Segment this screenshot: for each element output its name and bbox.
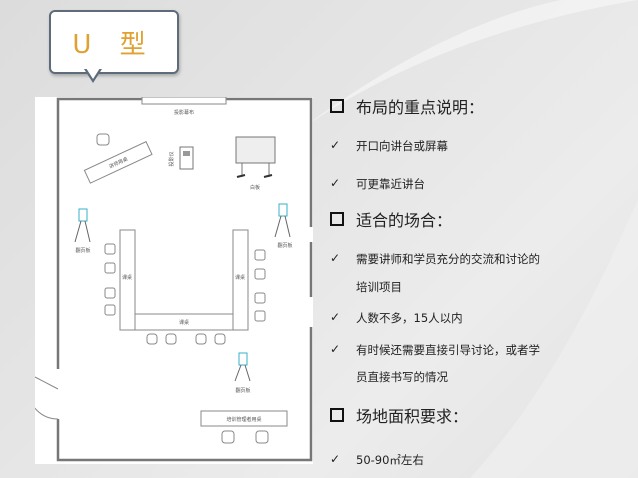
flipchart-icon-right xyxy=(274,203,291,238)
list-item: ✓ 可更靠近讲台 xyxy=(330,176,425,192)
flipchart-label: 翻页板 xyxy=(277,242,292,249)
section-heading-area: 场地面积要求： xyxy=(330,403,468,427)
admin-desk-label: 培训管理者用桌 xyxy=(226,416,261,423)
projector-icon: 投影仪 xyxy=(168,146,194,170)
item-text: 可更靠近讲台 xyxy=(356,177,425,191)
check-icon: ✓ xyxy=(330,138,341,152)
flipchart-icon-left xyxy=(74,208,91,243)
check-icon: ✓ xyxy=(330,452,341,466)
flipchart-label: 翻页板 xyxy=(75,247,90,254)
item-text-continued: 培训项目 xyxy=(356,280,402,294)
admin-desk xyxy=(200,410,288,427)
u-shape-floor-plan: 投影幕布 讲师用桌 投影仪 白板 翻页板 翻页板 xyxy=(35,97,313,464)
list-item: ✓ 开口向讲台或屏幕 xyxy=(330,138,448,154)
hollow-square-icon xyxy=(330,212,344,226)
desk-label: 课桌 xyxy=(179,319,189,326)
item-text: 有时候还需要直接引导讨论，或者学 xyxy=(356,343,540,357)
chairs xyxy=(104,243,269,444)
instructor-chair xyxy=(96,133,110,146)
whiteboard-icon: 白板 xyxy=(235,136,276,191)
heading-text: 布局的重点说明： xyxy=(356,98,485,117)
item-text: 开口向讲台或屏幕 xyxy=(356,139,448,153)
check-icon: ✓ xyxy=(330,176,341,190)
u-shaped-tables xyxy=(119,229,249,331)
check-icon: ✓ xyxy=(330,342,341,356)
list-item: ✓ 需要讲师和学员充分的交流和讨论的 xyxy=(330,251,540,267)
item-text: 需要讲师和学员充分的交流和讨论的 xyxy=(356,252,540,266)
heading-text: 适合的场合： xyxy=(356,211,453,230)
check-icon: ✓ xyxy=(330,251,341,265)
slide-title: U 型 xyxy=(72,30,156,60)
section-heading-suitable: 适合的场合： xyxy=(330,207,452,231)
item-text: 50-90㎡左右 xyxy=(356,453,424,467)
side-desk-label: 课桌 xyxy=(235,274,245,281)
item-text-continued: 员直接书写的情况 xyxy=(356,370,448,384)
flipchart-label: 翻页板 xyxy=(235,387,250,394)
heading-text: 场地面积要求： xyxy=(356,407,469,426)
check-icon: ✓ xyxy=(330,310,341,324)
title-callout: U 型 xyxy=(49,10,179,74)
callout-tail-inner xyxy=(86,68,100,79)
instructor-desk: 讲师用桌 xyxy=(83,141,153,184)
list-item: ✓ 人数不多，15人以内 xyxy=(330,310,463,326)
section-heading-layout: 布局的重点说明： xyxy=(330,94,484,118)
projector-label: 投影仪 xyxy=(168,151,175,166)
projection-screen xyxy=(141,97,227,105)
item-text: 人数不多，15人以内 xyxy=(356,311,463,325)
whiteboard-label: 白板 xyxy=(250,184,260,191)
door xyxy=(35,376,59,420)
list-item: ✓ 有时候还需要直接引导讨论，或者学 xyxy=(330,342,540,358)
list-item: ✓ 50-90㎡左右 xyxy=(330,452,424,468)
screen-label: 投影幕布 xyxy=(174,109,194,116)
hollow-square-icon xyxy=(330,408,344,422)
side-desk-label: 课桌 xyxy=(122,274,132,281)
flipchart-icon-bottom xyxy=(234,352,251,382)
hollow-square-icon xyxy=(330,99,344,113)
